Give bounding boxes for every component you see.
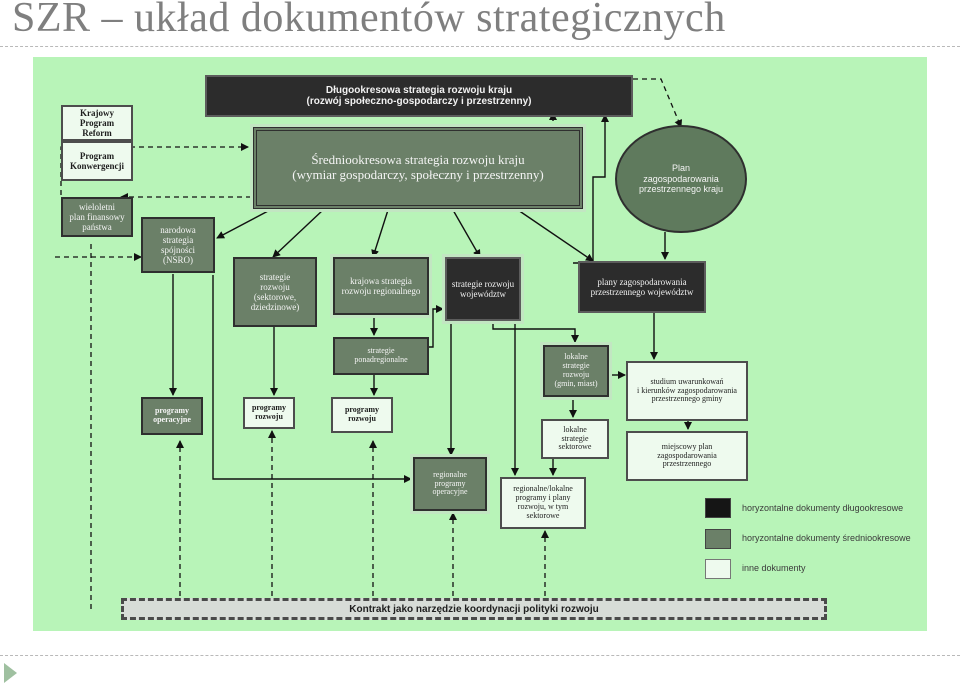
legend-swatch-mid — [705, 529, 731, 549]
programy-rozwoju-box-2: programy rozwoju — [331, 397, 393, 433]
miejscowy-plan-box: miejscowy plan zagospodarowania przestrz… — [626, 431, 748, 481]
arrow-to-srw — [452, 209, 481, 258]
legend-label-mid: horyzontalne dokumenty średniookresowe — [742, 533, 911, 543]
wpfp-box: wieloletni plan finansowy państwa — [61, 197, 133, 237]
strategie-rozwoju-box: strategie rozwoju (sektorowe, dziedzinow… — [233, 257, 317, 327]
arrow-to-pzpw — [517, 209, 594, 262]
arrow-nsro-to-rpo — [212, 275, 412, 483]
lokalne-strategie-box: lokalne strategie rozwoju (gmin, miast) — [543, 345, 609, 397]
connector-layer — [55, 78, 692, 609]
mid-term-strategy-box: Średniookresowa strategia rozwoju kraju … — [253, 127, 583, 209]
pzpw-box: plany zagospodarowania przestrzennego wo… — [578, 261, 706, 313]
srw-box: strategie rozwoju województw — [445, 257, 521, 321]
legend-swatch-other — [705, 559, 731, 579]
ponadregionalne-box: strategie ponadregionalne — [333, 337, 429, 375]
contract-bar: Kontrakt jako narzędzie koordynacji poli… — [121, 598, 827, 620]
plan-kraju-oval: Plan zagospodarowania przestrzennego kra… — [615, 125, 747, 233]
ksrr-box: krajowa strategia rozwoju regionalnego — [333, 257, 429, 315]
studium-box: studium uwarunkowań i kierunków zagospod… — [626, 361, 748, 421]
pk-box: Program Konwergencji — [61, 141, 133, 181]
krp-box: Krajowy Program Reform — [61, 105, 133, 141]
dashed-long-to-oval — [633, 78, 682, 128]
footer-divider — [0, 655, 960, 656]
arrow-to-nsro — [216, 209, 271, 239]
nsro-box: narodowa strategia spójności (NSRO) — [141, 217, 215, 273]
regionalne-programy-box: regionalne programy operacyjne — [413, 457, 487, 511]
long-term-strategy-box: Długookresowa strategia rozwoju kraju (r… — [205, 75, 633, 117]
regionalne-lokalne-programy-box: regionalne/lokalne programy i plany rozw… — [500, 477, 586, 529]
diagram-canvas: Długookresowa strategia rozwoju kraju (r… — [33, 57, 927, 631]
legend-label-long: horyzontalne dokumenty długookresowe — [742, 503, 904, 513]
legend-swatch-long — [705, 498, 731, 518]
legend-label-other: inne dokumenty — [742, 563, 806, 573]
programy-rozwoju-box-1: programy rozwoju — [243, 397, 295, 429]
programy-operacyjne-box: programy operacyjne — [141, 397, 203, 435]
slide-bullet-icon — [4, 663, 17, 683]
arrow-to-strategie-rozwoju — [272, 209, 324, 258]
arrow-to-ksrr — [371, 209, 389, 258]
lokalne-sektorowe-box: lokalne strategie sektorowe — [541, 419, 609, 459]
slide-title: SZR – układ dokumentów strategicznych — [12, 0, 726, 41]
title-divider — [0, 46, 960, 47]
arrow-srw-to-lokalne — [492, 323, 579, 343]
